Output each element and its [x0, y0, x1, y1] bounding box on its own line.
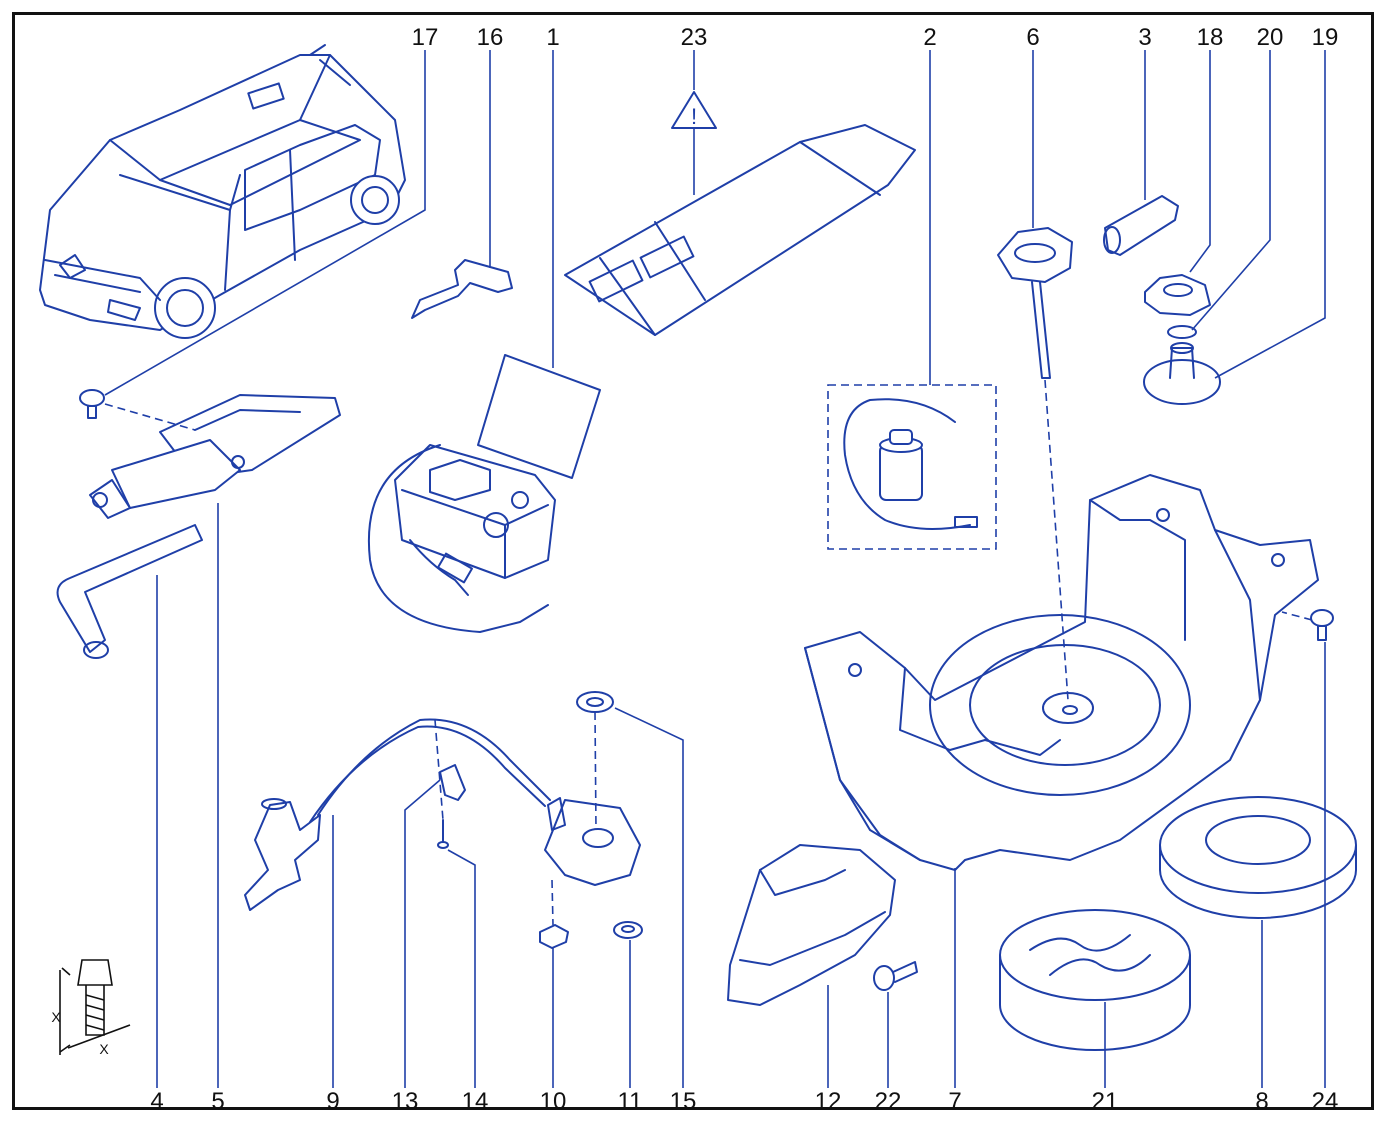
callout-2: 2	[923, 24, 937, 51]
callout-8: 8	[1255, 1088, 1269, 1115]
callout-10: 10	[539, 1088, 567, 1115]
compressor-kit-icon	[367, 354, 601, 633]
tyre-ring-icon	[1159, 796, 1357, 919]
callout-20: 20	[1256, 24, 1284, 51]
screw-icon	[437, 819, 449, 849]
callout-22: 22	[874, 1088, 902, 1115]
callout-11: 11	[617, 1088, 643, 1115]
wheel-brace-adapter-icon	[1103, 195, 1179, 256]
warning-mark: !	[691, 104, 697, 129]
wheel-wrench-icon	[56, 524, 203, 659]
leader-lines	[104, 50, 1326, 1088]
sealant-kit-icon	[827, 384, 997, 550]
wing-nut-icon	[1144, 274, 1211, 316]
clip-icon	[439, 764, 466, 801]
plug-icon	[576, 691, 614, 713]
scissor-jack-icon	[89, 394, 341, 519]
callout-23: 23	[680, 24, 708, 51]
vehicle-icon	[39, 44, 406, 339]
callout-16: 16	[476, 24, 504, 51]
callout-19: 19	[1311, 24, 1339, 51]
support-base-icon	[1143, 342, 1221, 405]
callout-24: 24	[1311, 1088, 1339, 1115]
foam-block-icon	[999, 909, 1191, 1051]
grommet-icon	[613, 921, 643, 939]
callout-21: 21	[1091, 1088, 1119, 1115]
callout-3: 3	[1138, 24, 1152, 51]
callout-12: 12	[814, 1088, 842, 1115]
callout-6: 6	[1026, 24, 1040, 51]
warning-triangle-mat-icon: !	[564, 91, 916, 336]
callout-5: 5	[211, 1088, 225, 1115]
fixing-bolt-icon	[1310, 609, 1334, 641]
callout-9: 9	[326, 1088, 340, 1115]
callout-17: 17	[411, 24, 439, 51]
fixing-bolt-icon	[79, 389, 105, 419]
callout-18: 18	[1196, 24, 1224, 51]
callout-13: 13	[391, 1088, 419, 1115]
callout-15: 15	[669, 1088, 697, 1115]
dimension-bolt-icon: X X	[51, 959, 131, 1057]
callout-1: 1	[546, 24, 560, 51]
dimension-label-vertical: X	[51, 1009, 61, 1025]
spare-wheel-tray-icon	[804, 474, 1319, 871]
o-ring-icon	[1167, 325, 1197, 339]
callout-7: 7	[948, 1088, 962, 1115]
callout-4: 4	[150, 1088, 164, 1115]
nut-icon	[539, 924, 569, 949]
winch-cable-icon	[244, 718, 551, 911]
wing-nut-bolt-icon	[997, 227, 1073, 379]
hook-icon	[411, 259, 513, 319]
stud-icon	[873, 961, 918, 991]
winch-icon	[544, 797, 641, 886]
dimension-label-horizontal: X	[99, 1041, 109, 1057]
cover-icon	[727, 844, 896, 1006]
callout-14: 14	[461, 1088, 489, 1115]
